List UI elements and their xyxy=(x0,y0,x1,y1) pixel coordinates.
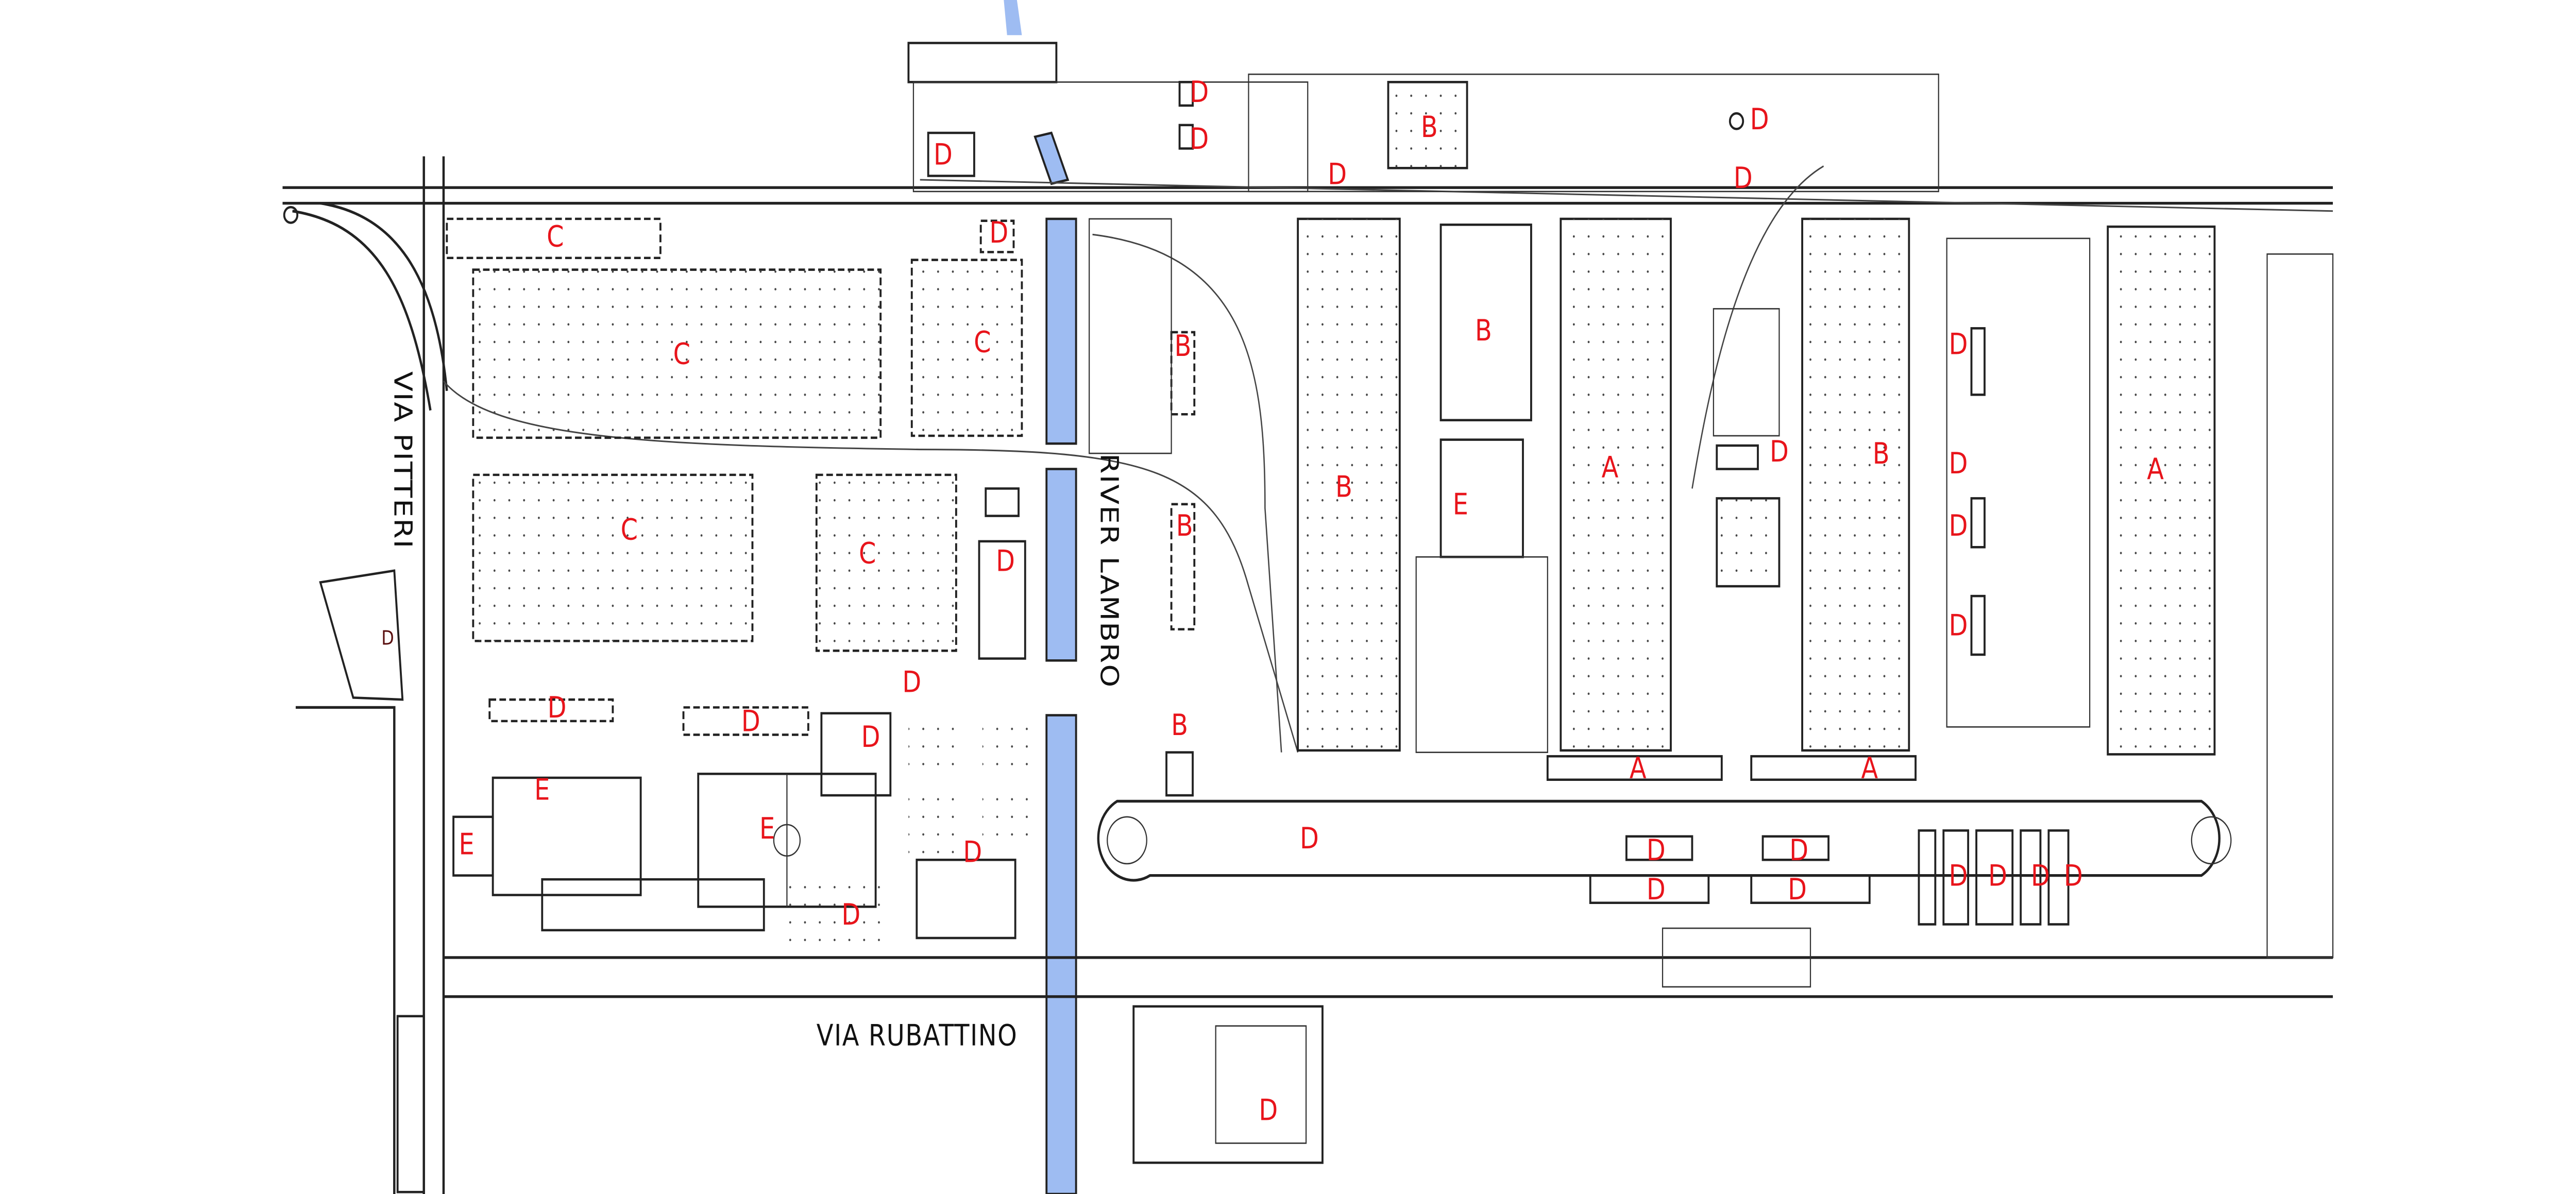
zone-label: D xyxy=(1259,1094,1278,1128)
zone-label: D xyxy=(1789,833,1808,867)
zone-label: D xyxy=(1988,859,2007,893)
zone-label: D xyxy=(548,691,567,725)
street-label-via-rubattino: VIA RUBATTINO xyxy=(817,1019,1018,1053)
zone-label: D xyxy=(1949,859,1968,893)
zone-label: B xyxy=(1171,708,1188,742)
river-lambro xyxy=(1004,0,1077,1194)
zone-label: D xyxy=(1190,75,1209,109)
zone-label: E xyxy=(759,812,775,846)
zone-label: D xyxy=(934,138,953,172)
zone-label: D xyxy=(1647,833,1666,867)
zone-label: D xyxy=(1949,447,1968,481)
zone-label: E xyxy=(1453,487,1468,521)
river-label-lambro: RIVER LAMBRO xyxy=(1095,453,1124,688)
zone-label: B xyxy=(1335,470,1352,504)
zone-label: C xyxy=(621,513,638,547)
zone-label: D xyxy=(2031,859,2050,893)
south-east-buildings xyxy=(396,755,2070,1193)
zone-label: D xyxy=(1300,822,1319,856)
zone-label: D xyxy=(1949,509,1968,543)
zone-label: D xyxy=(741,705,760,739)
zone-label: D xyxy=(861,720,880,754)
zone-label: D xyxy=(1190,122,1209,156)
zone-label: D xyxy=(1949,327,1968,361)
zone-label: A xyxy=(1630,752,1647,786)
zone-label: A xyxy=(1602,450,1619,484)
zone-label: B xyxy=(1873,437,1890,471)
west-buildings xyxy=(319,217,1196,797)
roads xyxy=(282,156,2333,1194)
zone-label: D xyxy=(1328,157,1347,191)
zone-label: E xyxy=(459,828,474,862)
zone-label: D xyxy=(1647,873,1666,907)
east-factory-halls xyxy=(1297,217,2334,959)
zone-label: D xyxy=(1734,161,1753,195)
zone-label: A xyxy=(1861,752,1878,786)
zone-label: C xyxy=(859,536,876,570)
zone-label: A xyxy=(2147,452,2164,486)
zone-label: B xyxy=(1421,110,1438,144)
street-label-via-pitteri: VIA PITTERI xyxy=(388,371,417,549)
zone-label: E xyxy=(534,773,550,807)
zone-labels: C C C C C D D D D D B D D B B D D D D D … xyxy=(381,75,2164,1128)
zone-label: D xyxy=(381,627,394,650)
zone-label: D xyxy=(996,544,1015,578)
north-annex xyxy=(907,42,1939,193)
zone-label: D xyxy=(989,216,1008,250)
zone-label: B xyxy=(1175,329,1192,363)
zone-label: D xyxy=(1949,609,1968,643)
zone-label: D xyxy=(1750,103,1769,137)
zone-label: D xyxy=(902,666,921,700)
zone-label: D xyxy=(841,898,860,932)
zone-label: D xyxy=(2064,859,2083,893)
south-west-block xyxy=(452,698,1029,954)
zone-label: B xyxy=(1176,509,1193,543)
zone-label: D xyxy=(1770,435,1789,469)
zone-label: D xyxy=(963,835,982,869)
zone-label: C xyxy=(547,220,564,254)
zone-label: D xyxy=(1788,873,1807,907)
zone-label: C xyxy=(673,337,690,371)
zone-label: B xyxy=(1475,314,1492,348)
zone-label: C xyxy=(974,326,991,360)
